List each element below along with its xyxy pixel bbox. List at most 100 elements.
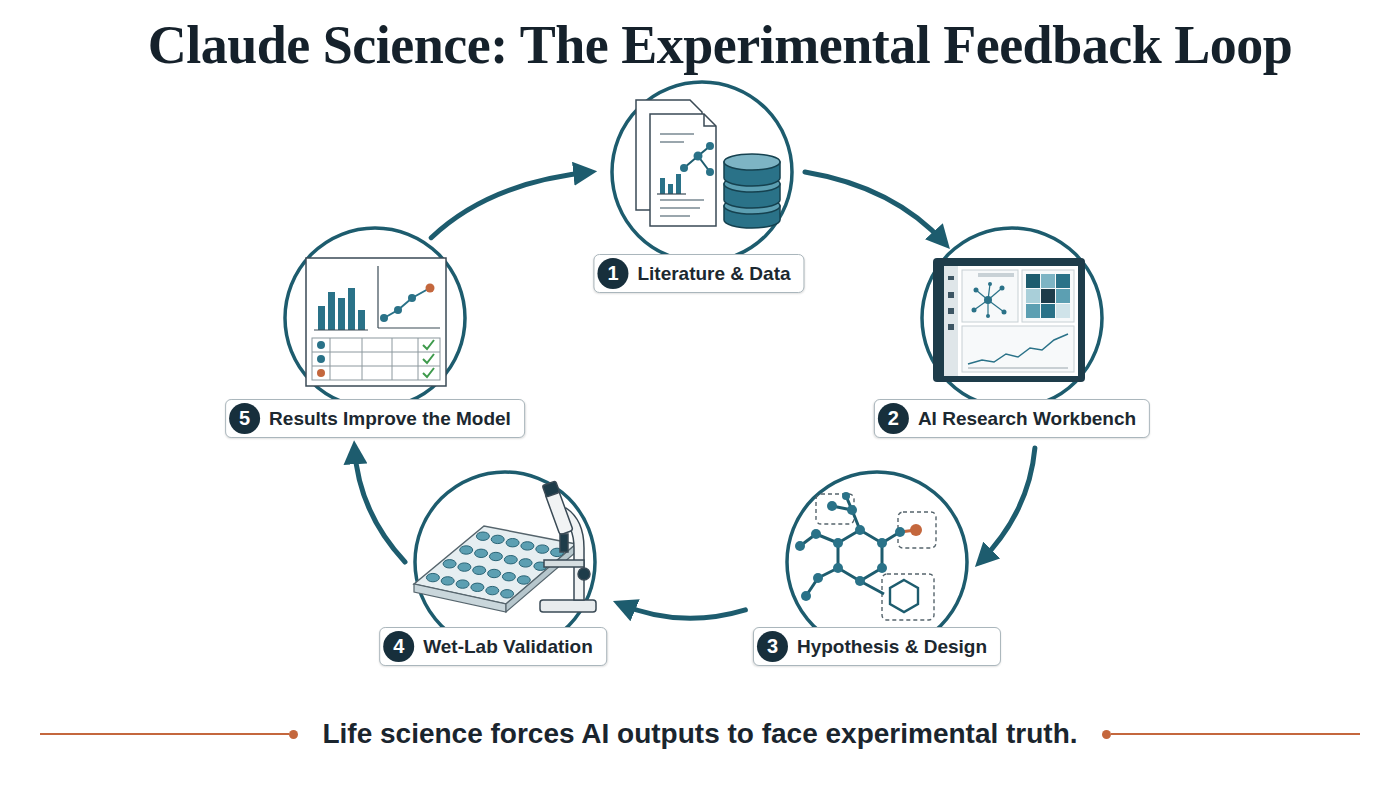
drawing-circle [842,492,850,500]
loop-step: 3Hypothesis & Design [787,472,967,652]
step-label: 4Wet-Lab Validation [379,627,607,666]
drawing-line [312,352,440,353]
drawing-rect [312,338,440,380]
drawing-g [423,340,434,377]
drawing-line [392,338,393,380]
drawing-rect [1041,289,1055,303]
caption-text: Life science forces AI outputs to face e… [298,718,1101,750]
drawing-rect [1026,304,1040,318]
drawing-rect [1022,270,1074,322]
loop-arrow [980,448,1035,562]
drawing-circle [612,82,792,262]
drawing-ellipse [506,539,519,547]
drawing-rect [1026,274,1040,288]
drawing-line [314,329,368,330]
drawing-ellipse [502,573,515,581]
drawing-ellipse [460,546,473,554]
drawing-ellipse [536,545,549,553]
drawing-ellipse [486,586,499,594]
drawing-rect [948,324,954,330]
drawing-ellipse [501,590,514,598]
drawing-circle [680,164,688,172]
drawing-circle [380,314,388,322]
step-label: 1Literature & Data [593,254,804,293]
drawing-circle [317,369,325,377]
drawing-line [377,266,378,328]
drawing-ellipse [488,569,501,577]
step-label: 3Hypothesis & Design [753,627,1001,666]
caption-rule [40,733,289,735]
drawing-ellipse [443,560,456,568]
drawing-rect [948,308,954,314]
drawing-circle [855,576,865,586]
drawing-line [660,133,694,135]
step-name: Wet-Lab Validation [423,636,593,658]
drawing-line [330,338,331,380]
drawing-circle [578,568,590,580]
drawing-line [657,193,686,194]
drawing-circle [922,228,1102,408]
molecule-icon [795,492,936,620]
step-number: 1 [597,258,628,289]
loop-arrow [805,172,945,244]
drawing-polyline [423,340,434,349]
drawing-circle [895,527,905,537]
drawing-polygon [838,530,882,581]
drawing-ellipse [426,573,439,581]
drawing-circle [910,524,922,536]
step-name: Hypothesis & Design [797,636,987,658]
drawing-rect [348,288,355,330]
drawing-rect [358,310,365,330]
results-panel-icon [306,258,446,386]
drawing-rect [676,174,681,194]
drawing-line [660,207,700,209]
drawing-ellipse [471,583,484,591]
drawing-polyline [423,354,434,363]
drawing-circle [394,306,402,314]
step-name: AI Research Workbench [918,408,1136,430]
drawing-circle [877,563,887,573]
plate-wells [426,532,563,598]
drawing-rect [560,534,568,552]
drawing-circle [972,308,977,313]
drawing-ellipse [489,552,502,560]
drawing-ellipse [456,580,469,588]
drawing-circle [986,314,990,318]
drawing-rect [318,306,325,330]
drawing-circle [706,168,714,176]
drawing-rect [1026,289,1040,303]
drawing-rect [933,258,1085,382]
drawing-polygon [890,580,918,612]
drawing-rect [306,258,446,386]
drawing-circle [827,501,837,511]
drawing-ellipse [521,542,534,550]
drawing-circle [811,529,821,539]
drawing-g [816,494,936,620]
drawing-circle [988,282,992,286]
drawing-g [974,284,1004,316]
drawing-circle [847,505,857,515]
drawing-rect [948,276,954,280]
drawing-rect [668,184,673,194]
drawing-g [948,276,954,330]
drawing-circle [1002,310,1007,315]
database-icon [724,154,780,228]
drawing-circle [813,573,823,583]
step-label: 2AI Research Workbench [874,399,1150,438]
drawing-ellipse [504,556,517,564]
loop-step: 5Results Improve the Model [285,228,465,408]
heatmap-icon [1026,274,1070,318]
drawing-circle [974,288,979,293]
drawing-g [795,492,922,601]
step-circles [285,82,1102,652]
drawing-ellipse [458,563,471,571]
drawing-circle [408,294,416,302]
diagram-title: Claude Science: The Experimental Feedbac… [0,14,1400,76]
drawing-circle [317,341,325,349]
drawing-rect [962,326,1074,372]
microscope-icon [540,481,596,612]
drawing-circle [984,296,992,304]
drawing-circle [877,538,887,548]
well-plate-icon [414,526,576,612]
